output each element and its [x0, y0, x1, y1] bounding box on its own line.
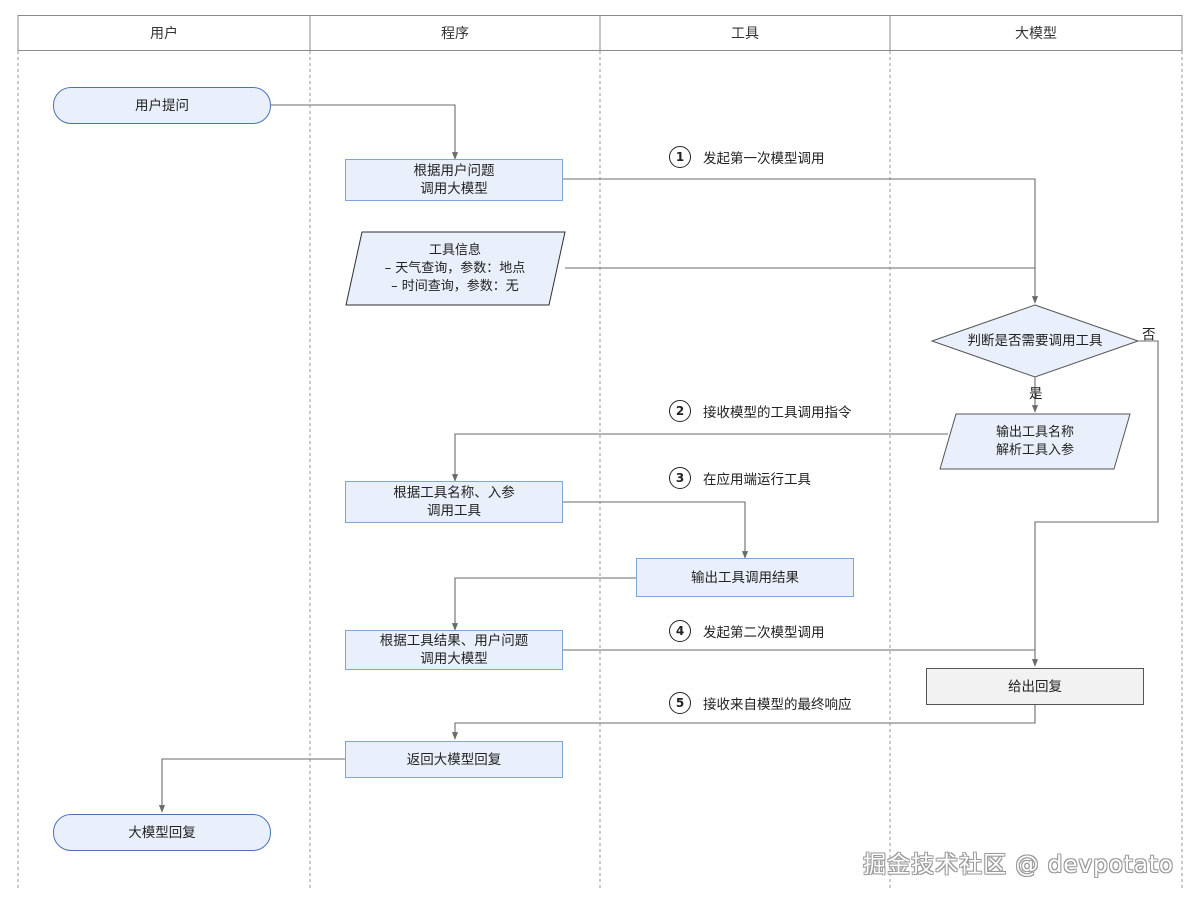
end-final-reply: 大模型回复 [53, 814, 271, 851]
step-number: 4 [669, 620, 691, 642]
step-number: 2 [669, 400, 691, 422]
step-number: 5 [669, 692, 691, 714]
step-label: 接收来自模型的最终响应 [703, 697, 852, 713]
node-text: 大模型回复 [128, 824, 196, 841]
step-label: 接收模型的工具调用指令 [703, 405, 852, 421]
tool-info-item: – 时间查询，参数：无 [391, 279, 519, 294]
step-number: 1 [669, 146, 691, 168]
call-llm-box: 根据用户问题 调用大模型 [345, 159, 563, 201]
give-reply-box: 给出回复 [926, 668, 1144, 705]
start-user-question: 用户提问 [53, 87, 271, 124]
step-4: 4 发起第二次模型调用 [669, 620, 825, 642]
step-number: 3 [669, 467, 691, 489]
node-text: 输出工具名称 [995, 425, 1074, 440]
node-text: 输出工具调用结果 [691, 569, 799, 586]
edge-calltool-to-tool [563, 501, 749, 559]
node-text: 根据工具结果、用户问题 [379, 633, 529, 649]
tool-info-item: – 天气查询，参数：地点 [384, 261, 526, 276]
return-reply-box: 返回大模型回复 [345, 741, 563, 778]
tool-info-shape [345, 231, 566, 306]
edge-question-to-call [271, 104, 459, 160]
edge-label-no: 否 [1142, 327, 1156, 343]
lane-header-llm: 大模型 [890, 15, 1182, 51]
call-tool-box: 根据工具名称、入参 调用工具 [345, 481, 563, 523]
step-label: 发起第一次模型调用 [703, 151, 825, 167]
lane-header-user: 用户 [18, 15, 310, 51]
node-text: 返回大模型回复 [406, 751, 502, 768]
step-3: 3 在应用端运行工具 [669, 467, 811, 489]
tool-output-shape [939, 413, 1131, 470]
node-text: 用户提问 [135, 97, 189, 114]
watermark: 掘金技术社区 @ devpotato [863, 852, 1174, 878]
lane-header-program: 程序 [310, 15, 600, 51]
step-1: 1 发起第一次模型调用 [669, 146, 825, 168]
node-text: 解析工具入参 [995, 443, 1074, 458]
step-label: 发起第二次模型调用 [703, 625, 825, 641]
edge-return-to-final [158, 758, 346, 813]
tool-info-title: 工具信息 [428, 243, 481, 258]
tool-result-box: 输出工具调用结果 [636, 558, 854, 597]
step-2: 2 接收模型的工具调用指令 [669, 400, 852, 422]
lane-header-tool: 工具 [600, 15, 890, 51]
node-text: 根据用户问题 [413, 163, 495, 179]
lane-dividers [17, 15, 1183, 890]
edge-result-to-call2 [451, 577, 636, 631]
node-text: 调用工具 [427, 503, 481, 519]
tool-info-text: 工具信息 – 天气查询，参数：地点 – 时间查询，参数：无 [360, 242, 550, 296]
node-text: 调用大模型 [420, 181, 488, 197]
call-llm2-box: 根据工具结果、用户问题 调用大模型 [345, 630, 563, 670]
tool-output-text: 输出工具名称 解析工具入参 [950, 424, 1120, 460]
step-5: 5 接收来自模型的最终响应 [669, 692, 852, 714]
node-text: 根据工具名称、入参 [393, 485, 515, 501]
lane-header-separators [17, 15, 1183, 51]
node-text: 调用大模型 [420, 651, 488, 667]
step-label: 在应用端运行工具 [703, 472, 811, 488]
connectors [158, 104, 1159, 813]
edge-label-yes: 是 [1029, 386, 1043, 402]
node-text: 给出回复 [1008, 678, 1062, 695]
edge-output-to-calltool [451, 433, 948, 482]
decision-text: 判断是否需要调用工具 [967, 333, 1103, 349]
edge-decision-no [1031, 340, 1159, 667]
edge-reply-to-return [451, 705, 1036, 740]
edge-call-to-decision [563, 178, 1039, 304]
